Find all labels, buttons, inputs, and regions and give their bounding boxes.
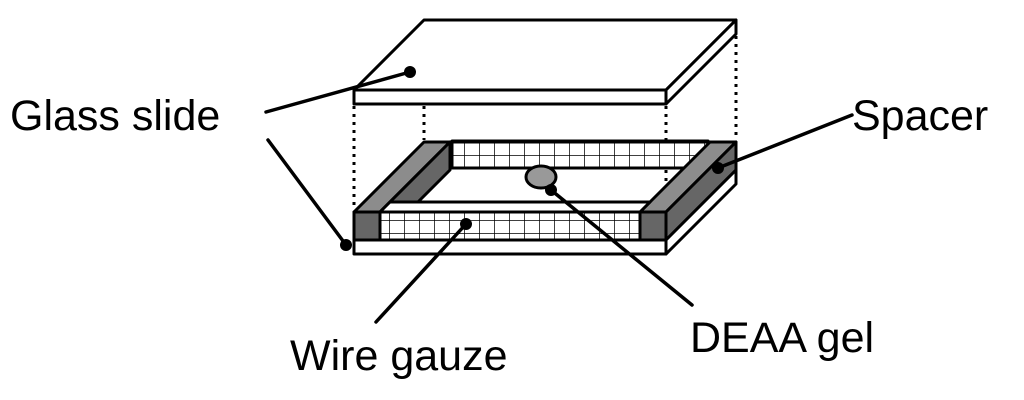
leader-glass-slide-bottom xyxy=(266,138,348,247)
leader-spacer xyxy=(716,113,854,170)
leader-lines xyxy=(264,70,854,324)
label-glass-slide: Glass slide xyxy=(10,92,220,140)
wire-gauze-front xyxy=(378,210,642,242)
wire-gauze-back xyxy=(450,140,716,170)
label-spacer: Spacer xyxy=(852,92,988,140)
deaa-gel-droplet xyxy=(524,164,558,190)
glass-slide-side-edge xyxy=(664,18,738,106)
leader-deaa-gel xyxy=(549,188,694,307)
spacer-right-front xyxy=(638,210,668,242)
leader-dots xyxy=(340,66,724,251)
leader-glass-slide-top xyxy=(264,70,412,114)
glass-slide-top xyxy=(352,18,738,106)
dot-spacer xyxy=(712,162,724,174)
glass-slide-front-edge xyxy=(352,88,668,106)
label-deaa-gel: DEAA gel xyxy=(690,314,874,362)
label-wire-gauze: Wire gauze xyxy=(290,332,507,380)
alignment-guides xyxy=(352,36,738,210)
dot-glass-slide-bottom xyxy=(340,239,352,251)
spacer-left-front xyxy=(352,210,382,242)
dot-wire-gauze xyxy=(460,218,472,230)
dot-glass-slide-top xyxy=(404,66,416,78)
bottom-assembly xyxy=(352,139,738,256)
dot-deaa-gel xyxy=(545,184,557,196)
leader-wire-gauze xyxy=(374,222,468,324)
glass-slide-bottom-side xyxy=(664,168,738,256)
